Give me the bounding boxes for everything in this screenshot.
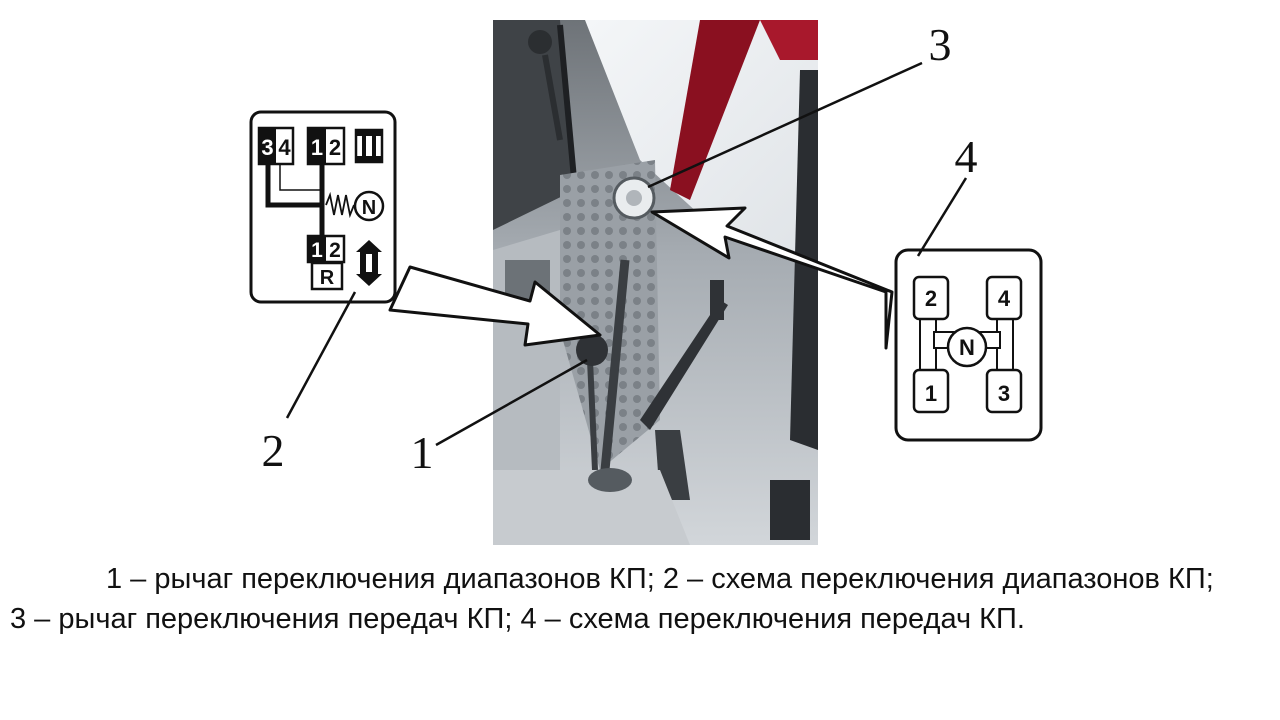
- figure-caption-line-2: 3 – рычаг переключения передач КП; 4 – с…: [10, 603, 1025, 635]
- gear-neutral-label: N: [959, 335, 975, 360]
- range-roman-two-icon: [354, 128, 384, 164]
- callout-2: 2: [262, 425, 285, 476]
- gear-label-2: 2: [925, 286, 937, 311]
- range-shift-diagram: 3 4 1 2 N: [249, 110, 397, 304]
- svg-text:4: 4: [278, 135, 291, 160]
- figure-caption-line-1: 1 – рычаг переключения диапазонов КП; 2 …: [106, 563, 1214, 595]
- reverse-gear-label: R: [320, 267, 335, 289]
- callout-3: 3: [929, 19, 952, 70]
- gear-shift-diagram: 2 4 1 3 N: [894, 248, 1043, 442]
- svg-text:2: 2: [329, 135, 341, 160]
- range-neutral-label: N: [362, 197, 376, 219]
- range-roman-one-icon: [356, 240, 382, 286]
- svg-text:1: 1: [311, 239, 323, 262]
- cab-photo: [493, 20, 818, 545]
- gear-label-4: 4: [998, 286, 1011, 311]
- svg-text:1: 1: [311, 135, 323, 160]
- svg-text:3: 3: [261, 135, 273, 160]
- leader-lines: [285, 61, 968, 447]
- gear-label-1: 1: [925, 381, 937, 406]
- gear-label-3: 3: [998, 381, 1010, 406]
- svg-text:2: 2: [329, 239, 341, 262]
- pointer-arrows: [388, 206, 894, 350]
- callout-1: 1: [411, 427, 434, 478]
- callout-4: 4: [955, 131, 978, 182]
